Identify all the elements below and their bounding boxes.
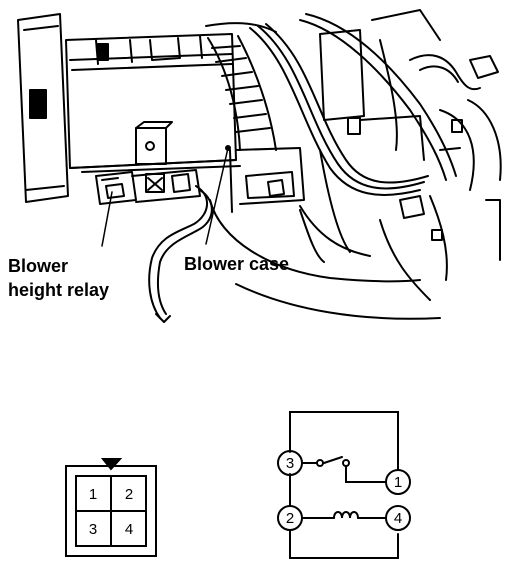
pin-2-label: 2 <box>125 486 133 503</box>
blower-case-label: Blower case <box>184 254 289 274</box>
terminal-1-label: 1 <box>394 474 402 491</box>
pin-4-label: 4 <box>125 521 133 538</box>
pin-3-label: 3 <box>89 521 97 538</box>
terminal-2-circle <box>277 505 303 531</box>
terminal-2-label: 2 <box>286 510 294 527</box>
terminal-1-circle <box>385 469 411 495</box>
terminal-4-label: 4 <box>394 510 402 527</box>
terminal-3-label: 3 <box>286 455 294 472</box>
engine-bay-illustration <box>17 9 502 323</box>
relay-schematic <box>277 411 411 559</box>
terminal-4-circle <box>385 505 411 531</box>
relay-connector <box>65 458 157 557</box>
relay-label-line1: Blower <box>8 256 68 276</box>
terminal-3-circle <box>277 450 303 476</box>
relay-label-line2: height relay <box>8 280 109 300</box>
pin-1-label: 1 <box>89 486 97 503</box>
